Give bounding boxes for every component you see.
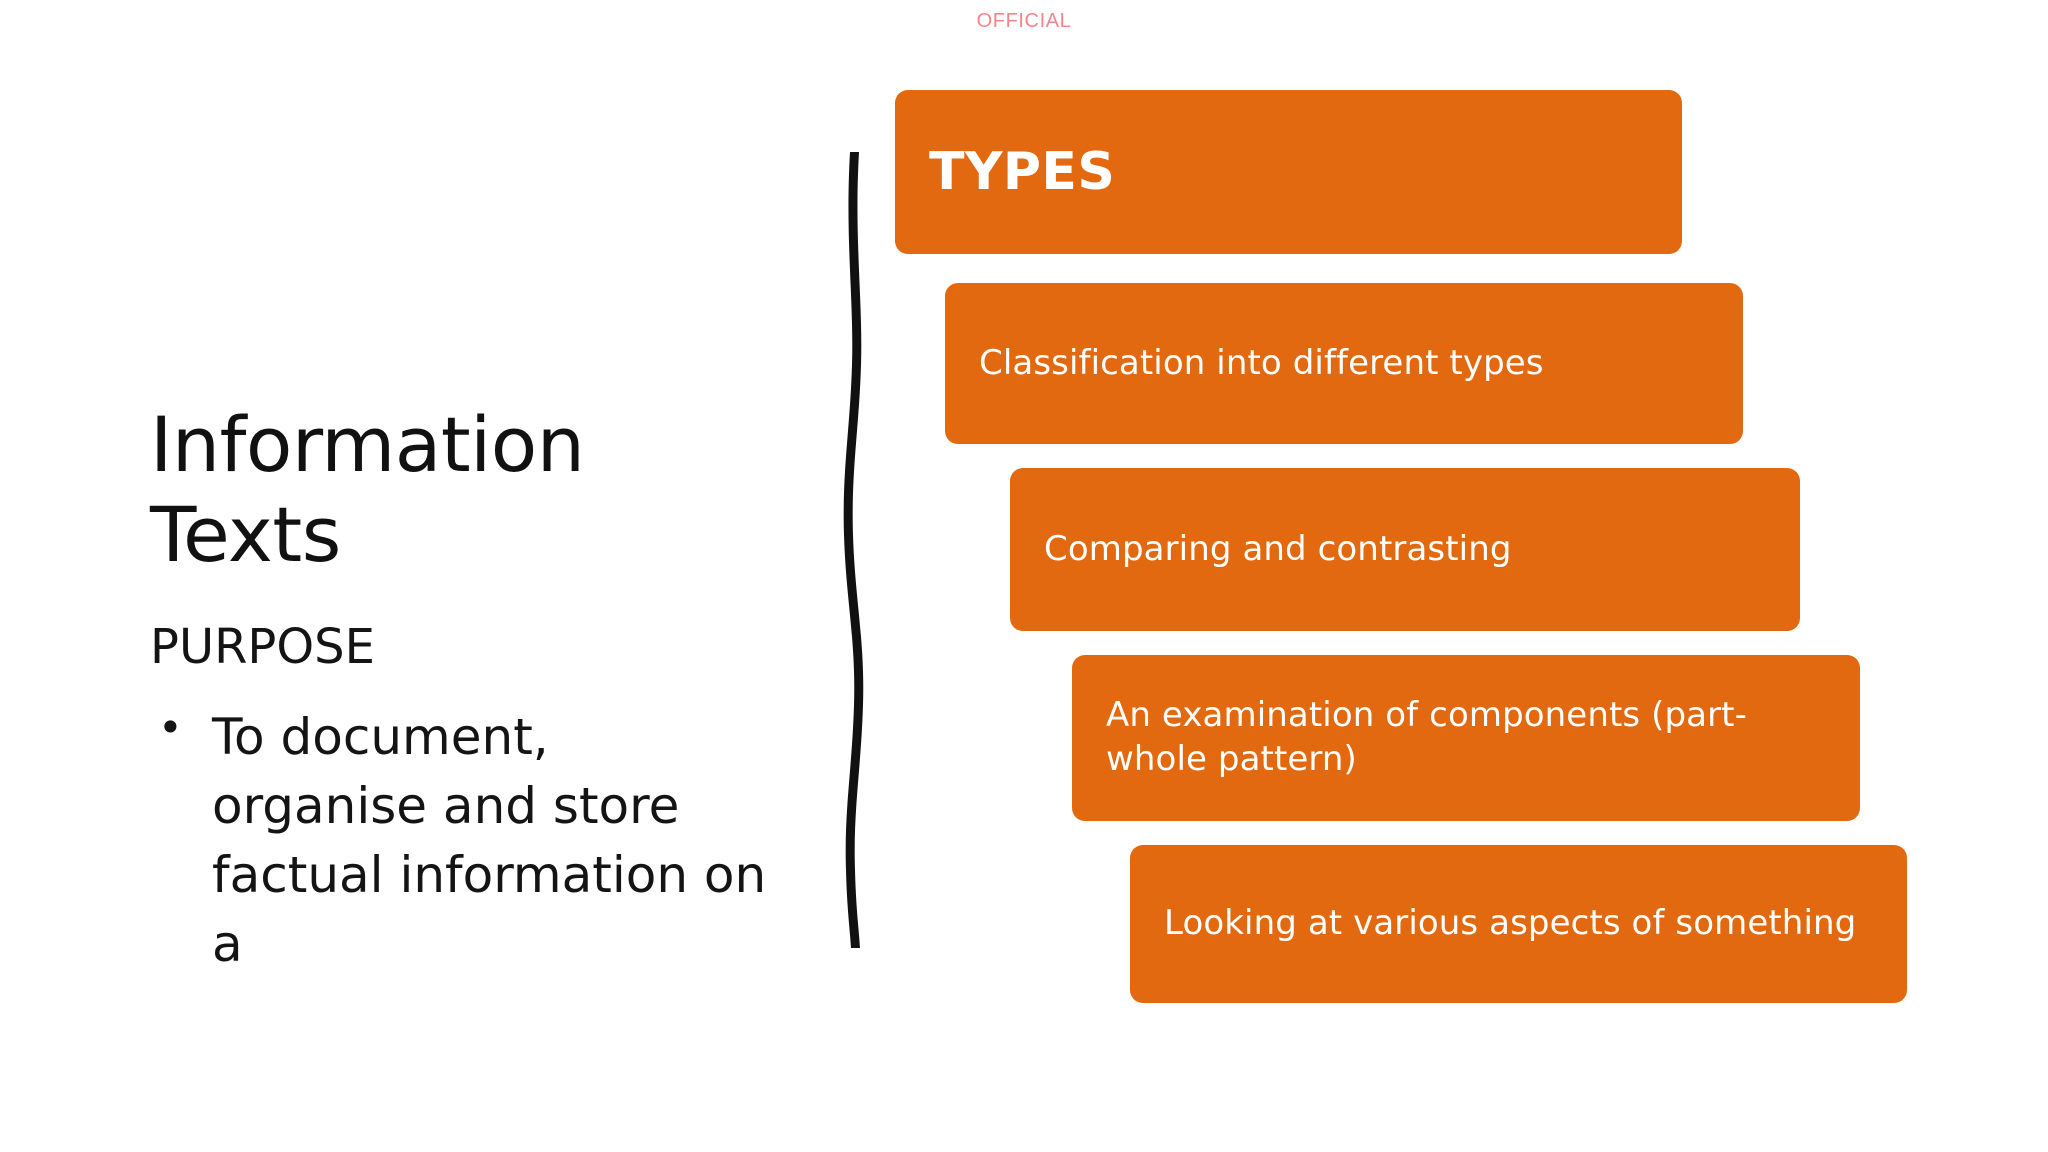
process-step-5-label: Looking at various aspects of something [1164,903,1857,944]
section-subtitle: PURPOSE [150,619,375,676]
process-step-3-label: Comparing and contrasting [1044,528,1512,569]
purpose-bullet-list: To document, organise and store factual … [150,699,770,979]
brush-stroke-divider [826,150,880,950]
list-item: To document, organise and store factual … [150,699,770,979]
process-step-2-label: Classification into different types [979,342,1544,383]
process-step-1-label: TYPES [929,141,1116,202]
page-title: Information Texts [150,400,585,579]
process-step-4-label: An examination of components (part-whole… [1106,695,1747,779]
process-step-3[interactable]: Comparing and contrasting [1010,468,1800,631]
left-text-column: Information Texts PURPOSE To document, o… [150,400,770,979]
process-step-5[interactable]: Looking at various aspects of something [1130,845,1907,1003]
process-step-4[interactable]: An examination of components (part-whole… [1072,655,1860,821]
classification-marker: OFFICIAL [976,10,1072,32]
process-step-2[interactable]: Classification into different types [945,283,1743,444]
process-step-1[interactable]: TYPES [895,90,1682,254]
brush-stroke-icon [843,152,864,948]
